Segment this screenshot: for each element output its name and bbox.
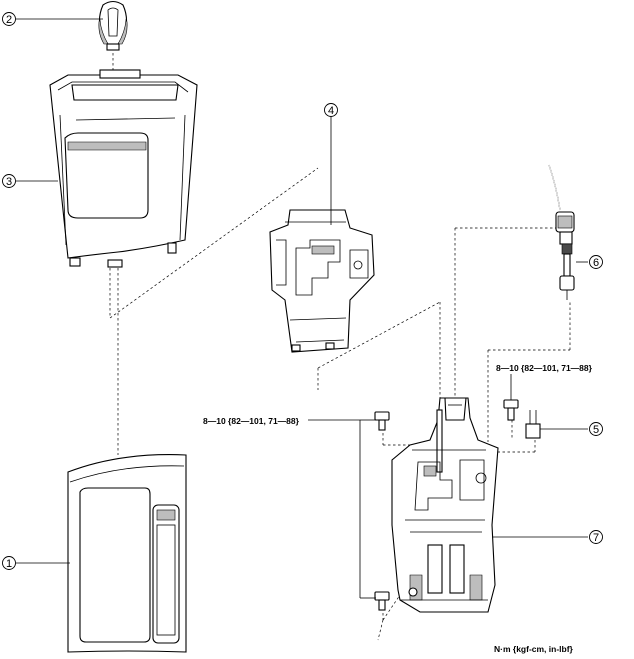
clip-part [525, 410, 541, 439]
callout-5: 5 [589, 422, 603, 436]
callout-6-label: 6 [593, 257, 599, 269]
torque-spec-left-bolts: 8—10 {82—101, 71—88} [203, 416, 300, 426]
callout-2-label: 2 [6, 14, 12, 26]
shift-panel-part [49, 69, 198, 268]
callout-2: 2 [2, 12, 16, 26]
callout-4: 4 [324, 103, 338, 117]
callout-3: 3 [2, 174, 16, 188]
callout-7: 7 [589, 530, 603, 544]
shifter-mechanism-part [391, 397, 499, 613]
shift-cable-part [548, 164, 575, 300]
callout-1: 1 [2, 556, 16, 570]
bolt-lower-left [374, 591, 390, 611]
callout-1-label: 1 [6, 558, 12, 570]
shift-knob-part [98, 0, 128, 51]
bolt-upper-left [374, 411, 390, 431]
units-note: N·m {kgf-cm, in-lbf} [494, 644, 574, 654]
callout-4-label: 4 [328, 105, 334, 117]
leader-lines [16, 18, 588, 599]
callout-5-label: 5 [593, 424, 599, 436]
callout-6: 6 [589, 255, 603, 269]
torque-spec-upper-right: 8—10 {82—101, 71—88} [496, 363, 593, 373]
bolt-upper-right [503, 399, 519, 421]
callout-7-label: 7 [593, 532, 599, 544]
callout-3-label: 3 [6, 176, 12, 188]
shift-bracket-part [269, 209, 375, 353]
console-panel-part [67, 454, 187, 653]
